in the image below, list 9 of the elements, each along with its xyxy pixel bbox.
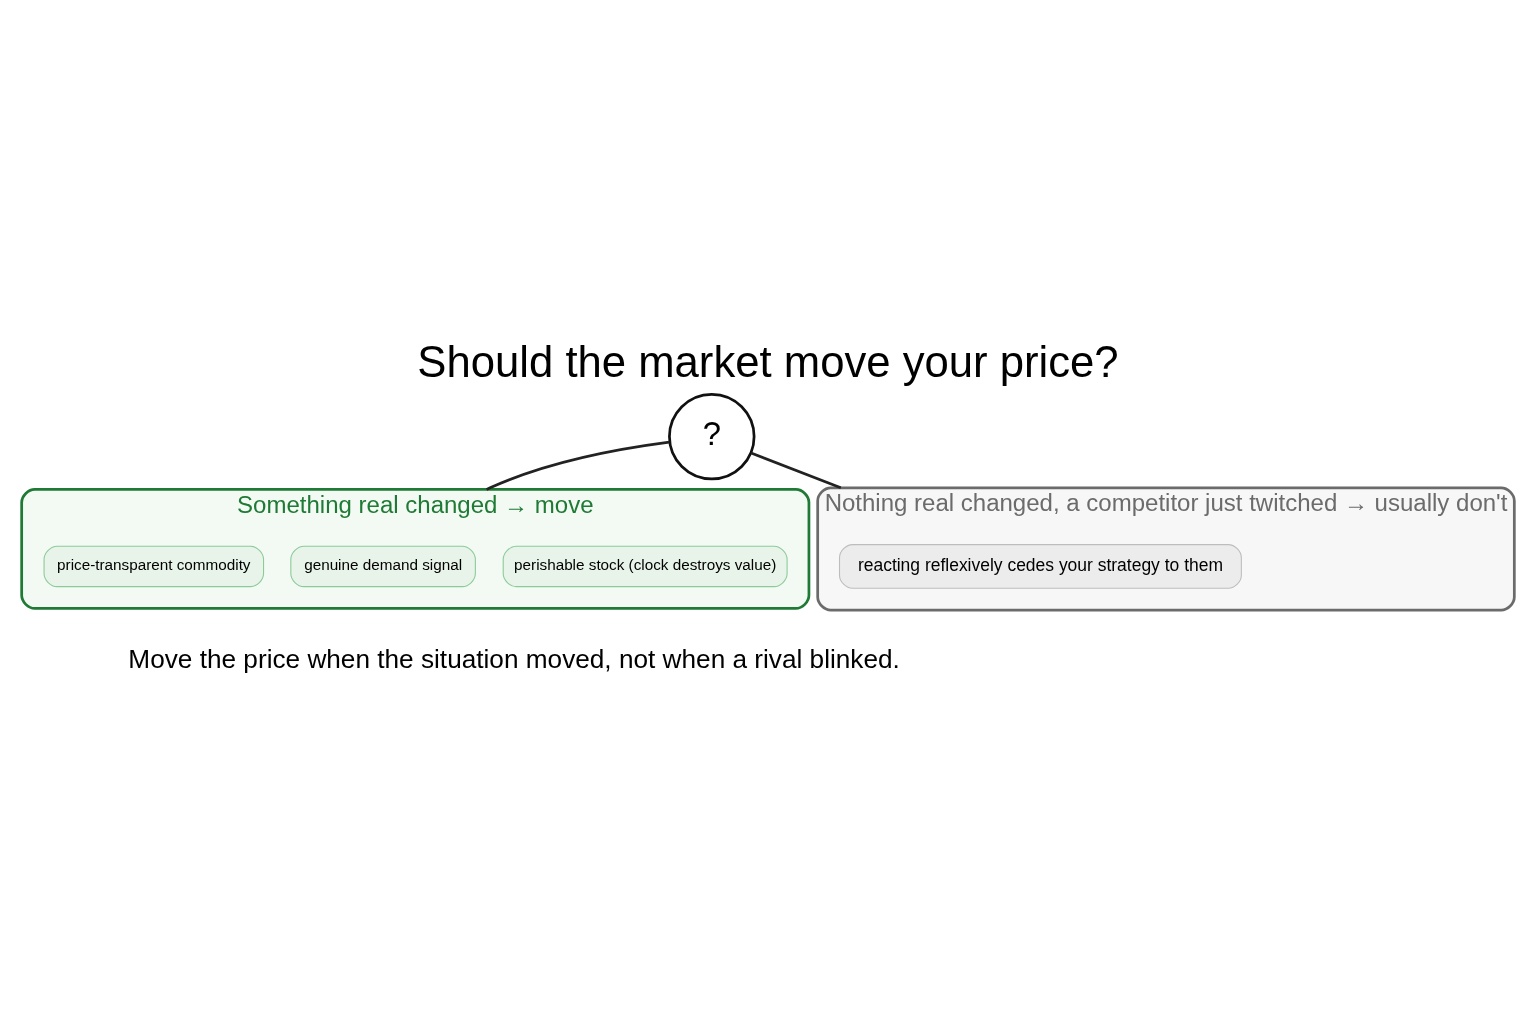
connector — [750, 451, 842, 489]
node-circle: ? — [668, 392, 756, 480]
caption: Move the price when the situation moved, not when a rival blinked. — [128, 643, 900, 674]
diagram-title: Should the market move your price? — [417, 336, 1119, 386]
node-box: genuine demand signal — [290, 545, 476, 587]
node-box: perishable stock (clock destroys value) — [502, 545, 788, 587]
connector — [486, 440, 670, 491]
node-box: reacting reflexively cedes your strategy to them — [838, 543, 1242, 589]
node-box: price-transparent commodity — [43, 545, 265, 587]
